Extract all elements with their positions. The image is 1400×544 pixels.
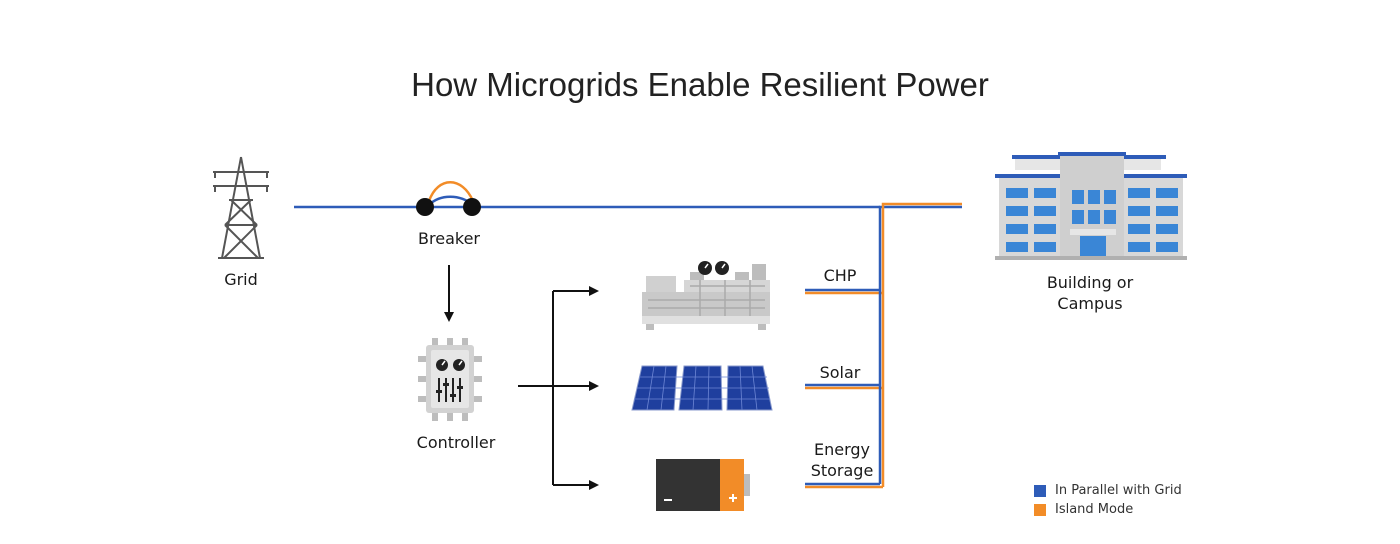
legend-swatch-orange xyxy=(1034,503,1046,516)
legend-item-parallel: In Parallel with Grid xyxy=(1034,481,1182,500)
breaker-label: Breaker xyxy=(418,229,480,248)
solar-panels-icon xyxy=(631,365,773,411)
chp-generator-icon xyxy=(642,261,770,330)
building-label: Building or Campus xyxy=(1030,272,1150,314)
energy-storage-label-line2: Storage xyxy=(810,461,874,480)
power-tower-icon xyxy=(213,156,269,259)
controller-branch-arrows xyxy=(518,286,599,490)
legend-label-island: Island Mode xyxy=(1055,502,1134,517)
breaker-icon xyxy=(416,181,481,216)
battery-icon xyxy=(656,459,750,511)
controller-icon xyxy=(418,338,482,421)
energy-storage-label: Energy Storage xyxy=(800,439,884,481)
building-icon xyxy=(995,152,1187,260)
building-label-line1: Building or xyxy=(1046,273,1134,292)
legend: In Parallel with Grid Island Mode xyxy=(1034,481,1182,519)
microgrid-bus xyxy=(878,202,962,487)
controller-label: Controller xyxy=(416,433,496,452)
chp-label: CHP xyxy=(823,266,857,285)
solar-label: Solar xyxy=(819,363,861,382)
energy-storage-label-line1: Energy xyxy=(813,440,870,459)
legend-item-island: Island Mode xyxy=(1034,500,1182,519)
source-feed-lines xyxy=(805,288,883,489)
building-label-line2: Campus xyxy=(1057,294,1123,313)
page-title: How Microgrids Enable Resilient Power xyxy=(411,66,989,103)
legend-label-parallel: In Parallel with Grid xyxy=(1055,483,1182,498)
grid-label: Grid xyxy=(224,270,258,289)
legend-swatch-blue xyxy=(1034,484,1046,497)
